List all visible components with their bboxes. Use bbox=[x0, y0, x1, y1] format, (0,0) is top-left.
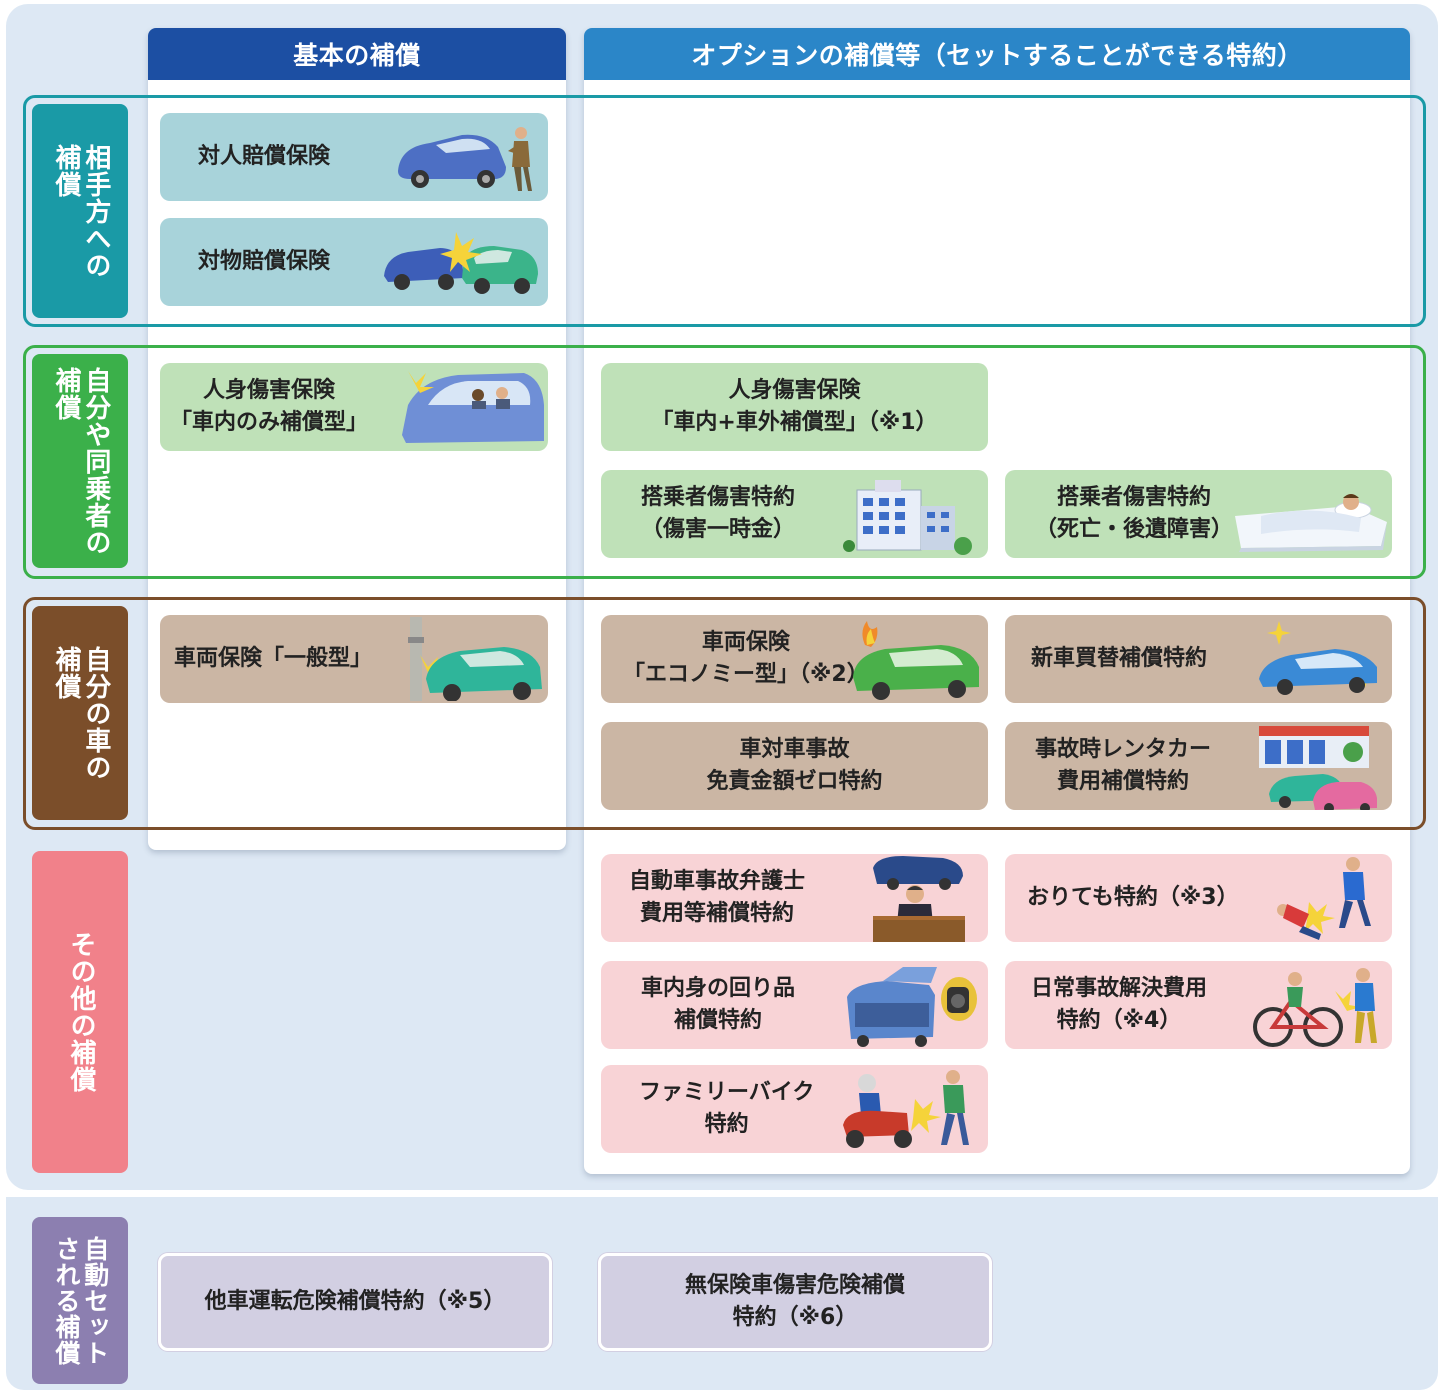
card-vehicle-general: 車両保険「一般型」 bbox=[160, 615, 548, 703]
card-personal-injury-option-text: 人身傷害保険 「車内+車外補償型」（※1） bbox=[651, 378, 938, 435]
card-rental-car: 事故時レンタカー 費用補償特約 bbox=[1005, 722, 1392, 810]
card-other-car-text: 他車運転危険補償特約（※5） bbox=[204, 1289, 506, 1315]
self-passenger-category-text: 自分や同乗者の 補償 bbox=[51, 366, 111, 556]
car-occupants-icon bbox=[402, 371, 544, 443]
card-oritemo: おりても特約（※3） bbox=[1005, 854, 1392, 942]
card-lawyer-text: 自動車事故弁護士 費用等補償特約 bbox=[629, 869, 806, 926]
card-other-car: 他車運転危険補償特約（※5） bbox=[158, 1253, 552, 1351]
card-passenger-lump: 搭乗者傷害特約 （傷害一時金） bbox=[601, 470, 988, 558]
card-property-damage-text: 対物賠償保険 bbox=[198, 249, 331, 275]
own-car-group-frame bbox=[23, 597, 1426, 830]
card-passenger-death-text: 搭乗者傷害特約 （死亡・後遺障害） bbox=[1035, 485, 1234, 542]
third-party-category-text: 相手方への 補償 bbox=[51, 143, 111, 279]
third-party-group-frame bbox=[23, 95, 1426, 327]
basic-coverage-header: 基本の補償 bbox=[148, 28, 566, 80]
card-uninsured: 無保険車傷害危険補償 特約（※6） bbox=[598, 1253, 992, 1351]
card-vehicle-general-text: 車両保険「一般型」 bbox=[174, 646, 373, 672]
hospital-icon bbox=[843, 480, 972, 555]
car-pedestrian-icon bbox=[398, 127, 532, 191]
card-passenger-death: 搭乗者傷害特約 （死亡・後遺障害） bbox=[1005, 470, 1392, 558]
card-property-damage: 対物賠償保険 bbox=[160, 218, 548, 306]
card-belongings: 車内身の回り品 補償特約 bbox=[601, 961, 988, 1049]
auto-set-category-text: 自動セット される補償 bbox=[52, 1235, 110, 1366]
card-family-bike-text: ファミリーバイク 特約 bbox=[639, 1080, 815, 1137]
rental-car-shop-icon bbox=[1259, 726, 1377, 810]
bicycle-accident-icon bbox=[1253, 968, 1377, 1047]
card-vehicle-economy: 車両保険 「エコノミー型」（※2） bbox=[601, 615, 988, 703]
card-vehicle-economy-text: 車両保険 「エコノミー型」（※2） bbox=[623, 630, 869, 687]
scooter-accident-icon bbox=[843, 1070, 969, 1148]
new-car-sparkle-icon bbox=[1259, 621, 1377, 695]
car-collision-icon bbox=[384, 232, 538, 294]
other-category-text: その他の補償 bbox=[65, 931, 96, 1093]
car-trunk-camera-icon bbox=[847, 967, 977, 1047]
card-new-car: 新車買替補償特約 bbox=[1005, 615, 1392, 703]
third-party-category-label: 相手方への 補償 bbox=[32, 104, 128, 318]
card-rental-car-text: 事故時レンタカー 費用補償特約 bbox=[1035, 737, 1212, 794]
option-coverage-header: オプションの補償等（セットすることができる特約） bbox=[584, 28, 1410, 80]
card-zero-deductible: 車対車事故 免責金額ゼロ特約 bbox=[601, 722, 988, 810]
hospital-bed-icon bbox=[1235, 494, 1387, 552]
card-belongings-text: 車内身の回り品 補償特約 bbox=[641, 976, 796, 1033]
self-passenger-group-frame bbox=[23, 345, 1426, 579]
card-daily-accident-text: 日常事故解決費用 特約（※4） bbox=[1031, 976, 1208, 1033]
self-passenger-category-label: 自分や同乗者の 補償 bbox=[32, 354, 128, 568]
lawyer-desk-icon bbox=[873, 856, 965, 942]
card-daily-accident: 日常事故解決費用 特約（※4） bbox=[1005, 961, 1392, 1049]
card-bodily-injury: 対人賠償保険 bbox=[160, 113, 548, 201]
fallen-person-icon bbox=[1277, 857, 1371, 940]
car-pole-crash-icon bbox=[408, 617, 542, 701]
card-uninsured-text: 無保険車傷害危険補償 特約（※6） bbox=[684, 1273, 905, 1330]
card-personal-injury-basic: 人身傷害保険 「車内のみ補償型」 bbox=[160, 363, 548, 451]
card-new-car-text: 新車買替補償特約 bbox=[1031, 646, 1208, 672]
own-car-category-text: 自分の車の 補償 bbox=[51, 645, 111, 781]
auto-set-category-label: 自動セット される補償 bbox=[32, 1217, 128, 1384]
card-personal-injury-basic-text: 人身傷害保険 「車内のみ補償型」 bbox=[170, 378, 369, 435]
card-bodily-injury-text: 対人賠償保険 bbox=[198, 144, 331, 170]
card-passenger-lump-text: 搭乗者傷害特約 （傷害一時金） bbox=[641, 485, 796, 542]
other-category-label: その他の補償 bbox=[32, 851, 128, 1173]
card-lawyer: 自動車事故弁護士 費用等補償特約 bbox=[601, 854, 988, 942]
card-personal-injury-option: 人身傷害保険 「車内+車外補償型」（※1） bbox=[601, 363, 988, 451]
card-family-bike: ファミリーバイク 特約 bbox=[601, 1065, 988, 1153]
own-car-category-label: 自分の車の 補償 bbox=[32, 606, 128, 820]
card-oritemo-text: おりても特約（※3） bbox=[1027, 885, 1239, 911]
car-fire-icon bbox=[853, 621, 979, 700]
card-zero-deductible-text: 車対車事故 免責金額ゼロ特約 bbox=[706, 737, 883, 794]
